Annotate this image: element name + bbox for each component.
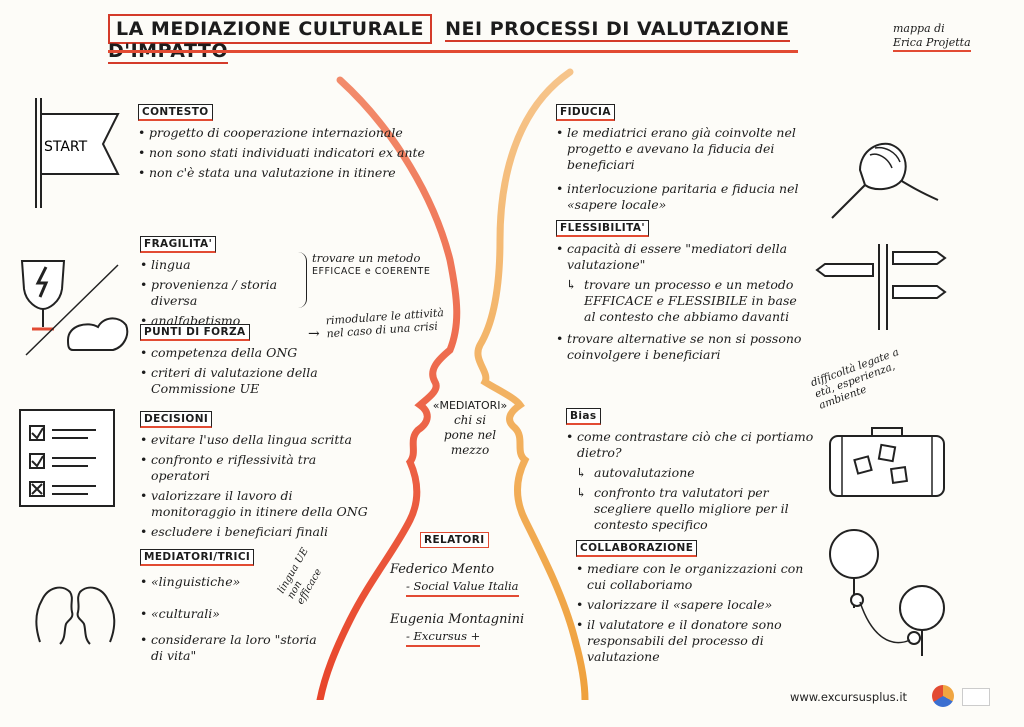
decisioni-section: DECISIONI evitare l'uso della lingua scr… bbox=[140, 407, 372, 544]
title-underline bbox=[108, 50, 798, 53]
bias-item: come contrastare ciò che ci portiamo die… bbox=[566, 429, 820, 461]
contesto-section: CONTESTO progetto di cooperazione intern… bbox=[138, 100, 428, 185]
flessibilita-section: FLESSIBILITA' capacità di essere "mediat… bbox=[556, 216, 806, 367]
collaborazione-item: il valutatore e il donatore sono respons… bbox=[576, 617, 816, 665]
center-mediatori-text: «MEDIATORI» chi si pone nel mezzo bbox=[420, 398, 520, 458]
fragilita-section: FRAGILITA' lingua provenienza / storia d… bbox=[140, 232, 310, 333]
decisioni-item: escludere i beneficiari finali bbox=[140, 524, 372, 540]
decisioni-item: confronto e riflessività tra operatori bbox=[140, 452, 372, 484]
page-title: LA MEDIAZIONE CULTURALE NEI PROCESSI DI … bbox=[108, 14, 808, 64]
orange-profile-line bbox=[474, 68, 589, 700]
contesto-item: non c'è stata una valutazione in itinere bbox=[138, 165, 428, 181]
flessibilita-header: FLESSIBILITA' bbox=[556, 220, 649, 237]
mediatori-trici-header: MEDIATORI/TRICI bbox=[140, 549, 255, 566]
fragilita-header: FRAGILITA' bbox=[140, 236, 217, 253]
fragilita-note: trovare un metodo EFFICACE e COERENTE bbox=[312, 250, 437, 277]
collaborazione-item: mediare con le organizzazioni con cui co… bbox=[576, 561, 816, 593]
contesto-item: non sono stati individuati indicatori ex… bbox=[138, 145, 428, 161]
start-flag-icon: START bbox=[35, 98, 120, 208]
excursus-logo bbox=[932, 685, 954, 707]
footer-url[interactable]: www.excursusplus.it bbox=[790, 690, 908, 704]
two-heads-icon bbox=[35, 586, 116, 645]
collaborazione-section: COLLABORAZIONE mediare con le organizzaz… bbox=[576, 536, 816, 669]
decisioni-item: valorizzare il lavoro di monitoraggio in… bbox=[140, 488, 372, 520]
bias-arrow-item: autovalutazione bbox=[576, 465, 820, 481]
author-line1: mappa di bbox=[893, 22, 945, 35]
relatori-section: RELATORI Federico Mento - Social Value I… bbox=[390, 528, 550, 647]
fiducia-item: le mediatrici erano già coinvolte nel pr… bbox=[556, 125, 826, 173]
flessibilita-note: difficoltà legate a età, esperienza, amb… bbox=[809, 346, 901, 412]
fragilita-item: provenienza / storia diversa bbox=[140, 277, 310, 309]
speaker-2-org: - Excursus + bbox=[406, 628, 481, 647]
fragile-glass-icon bbox=[20, 260, 129, 356]
arrow-right-icon: → bbox=[308, 326, 320, 342]
mediatori-item: considerare la loro "storia di vita" bbox=[140, 632, 325, 664]
mediatori-trici-section: MEDIATORI/TRICI «linguistiche» «cultural… bbox=[140, 545, 325, 668]
bias-header: Bias bbox=[566, 408, 601, 425]
author-credit: mappa di Erica Projetta bbox=[893, 22, 983, 52]
fragilita-note-line1: trovare un metodo bbox=[312, 251, 421, 265]
fiducia-section: FIDUCIA le mediatrici erano già coinvolt… bbox=[556, 100, 826, 217]
two-people-talking-icon bbox=[829, 529, 945, 656]
punti-forza-section: PUNTI DI FORZA competenza della ONG crit… bbox=[140, 320, 350, 401]
red-profile-line bbox=[316, 76, 461, 700]
fiducia-header: FIDUCIA bbox=[556, 104, 615, 121]
checklist-icon bbox=[19, 409, 115, 507]
flessibilita-arrow-item: trovare un processo e un metodo EFFICACE… bbox=[566, 277, 806, 325]
speaker-1-name: Federico Mento bbox=[390, 562, 495, 577]
mediatori-item: «culturali» bbox=[140, 606, 325, 622]
handshake-icon bbox=[831, 142, 939, 219]
speaker-2-name: Eugenia Montagnini bbox=[390, 612, 525, 627]
start-label: START bbox=[44, 139, 88, 155]
relatori-header: RELATORI bbox=[420, 532, 489, 548]
flessibilita-item: capacità di essere "mediatori della valu… bbox=[556, 241, 806, 273]
decisioni-header: DECISIONI bbox=[140, 411, 213, 428]
bias-section: Bias come contrastare ciò che ci portiam… bbox=[566, 404, 820, 533]
punti-forza-header: PUNTI DI FORZA bbox=[140, 324, 250, 341]
punti-forza-item: criteri di valutazione della Commissione… bbox=[140, 365, 350, 397]
contesto-header: CONTESTO bbox=[138, 104, 213, 121]
signpost-icon bbox=[815, 244, 947, 330]
center-line3: pone nel bbox=[443, 428, 497, 442]
title-part1: LA MEDIAZIONE CULTURALE bbox=[108, 14, 432, 44]
facing-profiles-illustration bbox=[316, 68, 589, 700]
contesto-item: progetto di cooperazione internazionale bbox=[138, 125, 428, 141]
collaborazione-item: valorizzare il «sapere locale» bbox=[576, 597, 816, 613]
speaker-1-org: - Social Value Italia bbox=[406, 578, 519, 597]
decisioni-item: evitare l'uso della lingua scritta bbox=[140, 432, 372, 448]
suitcase-icon bbox=[829, 427, 945, 497]
author-line2: Erica Projetta bbox=[893, 36, 971, 52]
center-line2: chi si bbox=[453, 413, 487, 427]
punti-forza-item: competenza della ONG bbox=[140, 345, 350, 361]
flessibilita-item: trovare alternative se non si possono co… bbox=[556, 331, 806, 363]
mediatori-item: «linguistiche» bbox=[140, 574, 325, 590]
partner-logo bbox=[962, 688, 990, 706]
fiducia-item: interlocuzione paritaria e fiducia nel «… bbox=[556, 181, 826, 213]
collaborazione-header: COLLABORAZIONE bbox=[576, 540, 698, 557]
fragilita-bracket bbox=[298, 252, 307, 308]
center-line1: «MEDIATORI» bbox=[432, 399, 508, 412]
fragilita-item: lingua bbox=[140, 257, 310, 273]
fragilita-note-line2: EFFICACE e COERENTE bbox=[312, 266, 431, 277]
center-line4: mezzo bbox=[450, 443, 490, 457]
bias-arrow-item: confronto tra valutatori per scegliere q… bbox=[576, 485, 820, 533]
